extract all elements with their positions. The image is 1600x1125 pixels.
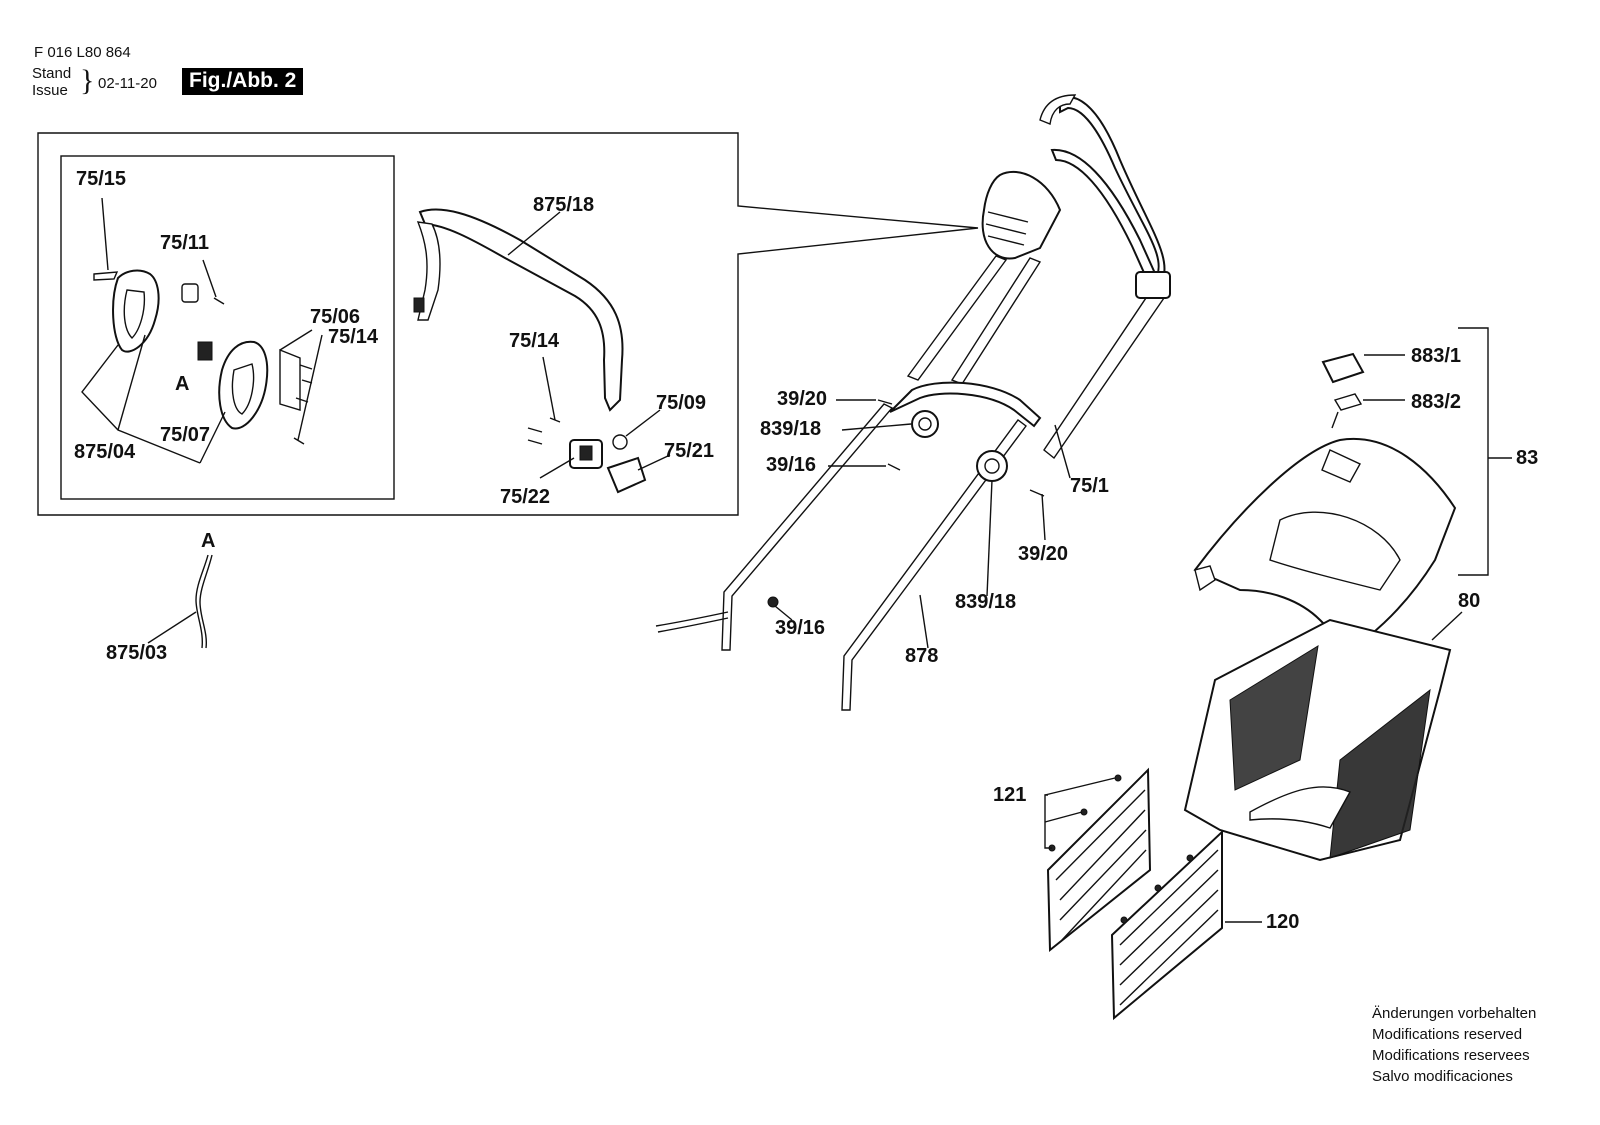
- label-a-inset: A: [175, 373, 190, 395]
- issue-label: Issue: [32, 82, 68, 99]
- label-75-11: 75/11: [160, 232, 209, 254]
- note-de: Änderungen vorbehalten: [1372, 1005, 1537, 1022]
- stand-label: Stand: [32, 65, 72, 82]
- label-83: 83: [1516, 447, 1539, 469]
- grassbox-part: [1183, 618, 1452, 862]
- lower-handle-part: [655, 381, 1042, 711]
- note-fr: Modifications reservees: [1372, 1047, 1530, 1064]
- label-39-16-top: 39/16: [766, 454, 817, 476]
- label-75-1: 75/1: [1070, 475, 1109, 497]
- label-883-1: 883/1: [1411, 345, 1462, 367]
- label-121: 121: [993, 784, 1027, 806]
- label-75-15: 75/15: [76, 168, 127, 190]
- micro-switch-part: [181, 283, 225, 305]
- label-839-18-left: 839/18: [760, 418, 822, 440]
- figure-label: Fig./Abb. 2: [182, 68, 304, 95]
- cable-part: [195, 554, 213, 649]
- label-a: A: [201, 530, 216, 552]
- upper-handle-frame-part: [906, 94, 1171, 460]
- issue-date: 02-11-20: [98, 75, 157, 92]
- label-75-21: 75/21: [664, 440, 715, 462]
- label-39-20-top: 39/20: [777, 388, 828, 410]
- filter-panel-part: [1046, 767, 1223, 1021]
- doc-number: F 016 L80 864: [34, 44, 131, 61]
- switch-block-part: [527, 356, 647, 494]
- brace-icon: }: [80, 64, 95, 97]
- knob-part: [767, 399, 1045, 608]
- label-875-18: 875/18: [533, 194, 595, 216]
- switch-cover-part: [197, 340, 269, 430]
- inset-sub-frame: [60, 155, 395, 500]
- label-75-06: 75/06: [310, 306, 361, 328]
- inset-frame: [37, 132, 979, 516]
- label-883-2: 883/2: [1411, 391, 1462, 413]
- label-80: 80: [1458, 590, 1481, 612]
- bracket-part: [279, 329, 313, 445]
- label-875-03: 875/03: [106, 642, 168, 664]
- note-es: Salvo modificaciones: [1372, 1068, 1513, 1085]
- label-75-14-inset: 75/14: [328, 326, 379, 348]
- label-39-20-right: 39/20: [1018, 543, 1069, 565]
- note-en: Modifications reserved: [1372, 1026, 1523, 1043]
- label-75-07: 75/07: [160, 424, 211, 446]
- label-75-09: 75/09: [656, 392, 707, 414]
- label-878: 878: [905, 645, 939, 667]
- label-39-16-bottom: 39/16: [775, 617, 826, 639]
- upper-handle-part: [413, 208, 624, 412]
- switch-housing-part: [93, 269, 160, 353]
- label-839-18-right: 839/18: [955, 591, 1017, 613]
- label-75-14: 75/14: [509, 330, 560, 352]
- label-120: 120: [1266, 911, 1300, 933]
- grassbox-lid-part: [1193, 352, 1457, 652]
- label-875-04: 875/04: [74, 441, 136, 463]
- label-75-22: 75/22: [500, 486, 551, 508]
